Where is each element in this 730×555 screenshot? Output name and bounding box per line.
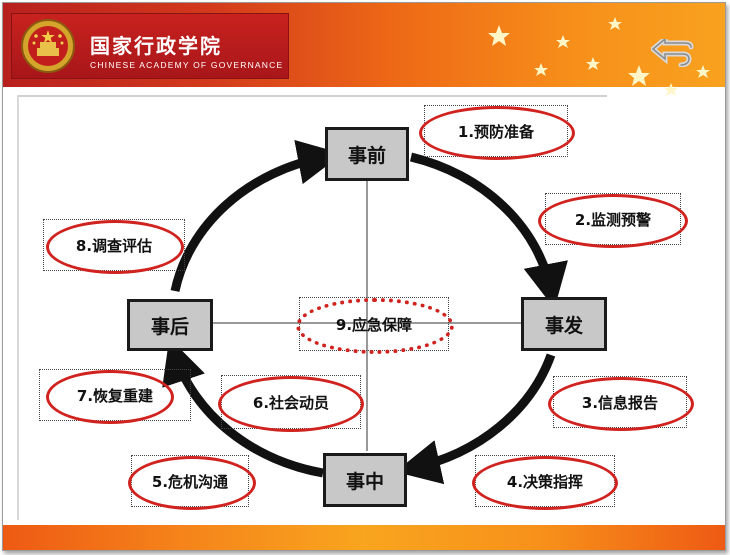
step-oval: [46, 370, 174, 424]
star-icon: [556, 35, 570, 48]
stage-occur: 事发: [521, 297, 607, 351]
step-oval: [538, 194, 688, 248]
step-label: 8.调查评估: [75, 236, 153, 255]
step-label: 4.决策指挥: [506, 472, 584, 491]
star-decorations: [488, 17, 710, 96]
stage-after: 事后: [127, 299, 213, 351]
step-9-center: 9.应急保障: [296, 297, 454, 354]
ring-arc-after-to-before: [170, 139, 343, 292]
step-label: 1.预防准备: [457, 122, 535, 141]
step-8: 8.调查评估: [43, 219, 185, 274]
cycle-diagram: [162, 139, 568, 485]
step-4: 4.决策指挥: [472, 455, 618, 510]
school-logo-box: 国家行政学院 CHINESE ACADEMY OF GOVERNANCE: [11, 13, 289, 79]
content-divider-top: [17, 95, 607, 97]
star-icon: [488, 25, 510, 46]
stage-during: 事中: [323, 453, 407, 507]
back-arrow-icon[interactable]: [651, 39, 697, 67]
star-icon: [696, 65, 710, 78]
header-banner: 国家行政学院 CHINESE ACADEMY OF GOVERNANCE: [3, 3, 725, 96]
step-6: 6.社会动员: [218, 375, 364, 432]
step-label: 6.社会动员: [252, 393, 330, 412]
step-label: 2.监测预警: [574, 210, 652, 229]
ring-arc-occur-to-during: [395, 353, 556, 485]
school-name-en: CHINESE ACADEMY OF GOVERNANCE: [90, 60, 284, 70]
step-oval: [128, 456, 256, 510]
ring-arc-before-to-occur: [409, 152, 568, 309]
step-label: 7.恢复重建: [76, 386, 154, 405]
step-oval: [46, 220, 184, 274]
step-oval: [548, 377, 694, 431]
step-oval: [472, 456, 618, 510]
school-name-cn: 国家行政学院: [90, 34, 222, 58]
step-3: 3.信息报告: [548, 376, 694, 431]
step-7: 7.恢复重建: [39, 369, 191, 424]
stage-before: 事前: [325, 127, 409, 181]
star-icon: [628, 65, 650, 86]
ring-arc-during-to-after: [162, 337, 324, 478]
step-1: 1.预防准备: [419, 105, 575, 160]
step-oval: [296, 298, 454, 354]
step-label: 5.危机沟通: [151, 472, 229, 491]
step-5: 5.危机沟通: [128, 455, 256, 510]
star-icon: [586, 57, 600, 70]
step-2: 2.监测预警: [538, 193, 688, 248]
step-label: 3.信息报告: [581, 393, 659, 412]
step-oval: [218, 376, 364, 432]
star-icon: [534, 63, 548, 76]
footer-bar: [3, 525, 725, 550]
content-divider-left: [17, 95, 19, 520]
national-emblem-icon: [21, 19, 75, 73]
step-label: 9.应急保障: [335, 315, 413, 334]
step-oval: [419, 106, 575, 160]
star-icon: [664, 83, 678, 96]
star-icon: [608, 17, 622, 30]
